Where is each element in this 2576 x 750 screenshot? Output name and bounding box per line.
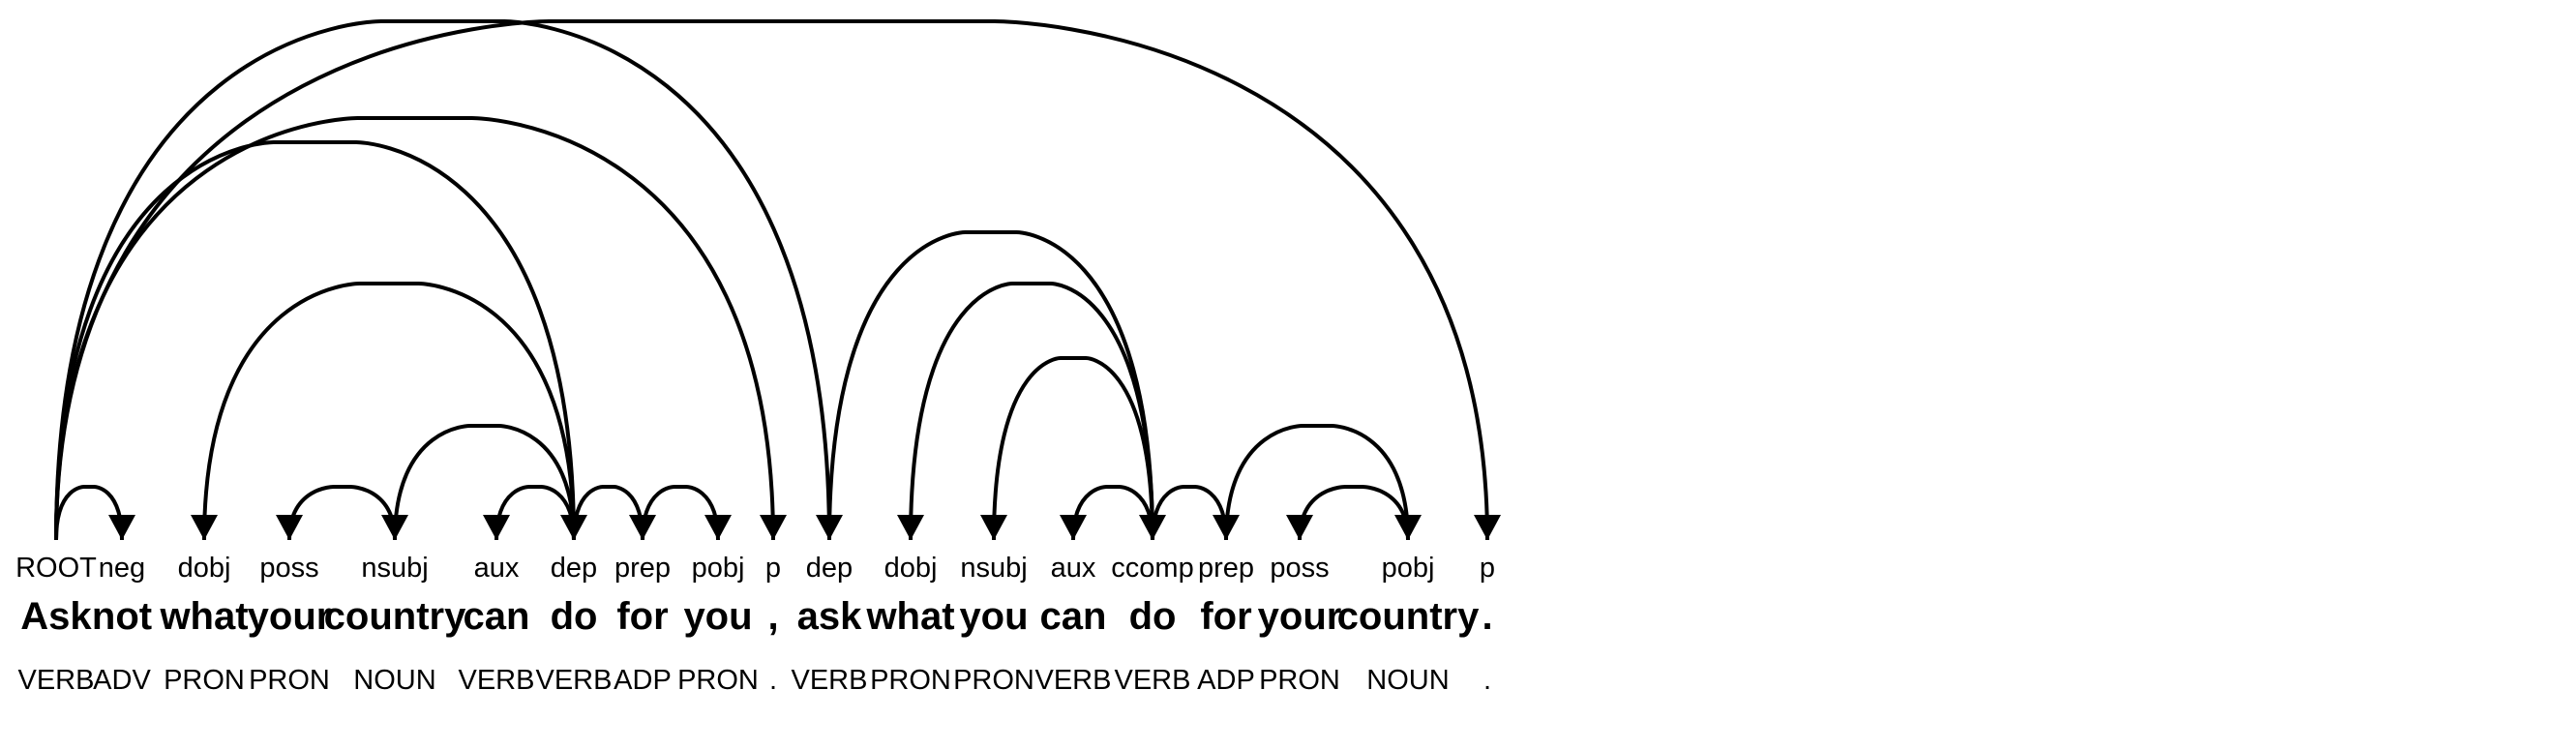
dep-label-5: aux <box>474 553 520 584</box>
dep-arc-dobj-6-2[interactable] <box>202 282 576 541</box>
dep-arc-pobj-7-8[interactable] <box>641 485 720 541</box>
token-word-6[interactable]: do <box>551 595 598 638</box>
arrow-head-pobj-8 <box>704 515 732 540</box>
dep-arc-poss-17-16[interactable] <box>1298 485 1410 541</box>
token-word-3[interactable]: your <box>248 595 332 638</box>
token-pos-6: VERB <box>536 665 613 696</box>
arrow-head-dep-6 <box>560 515 587 540</box>
dep-arc-poss-4-3[interactable] <box>287 485 397 541</box>
arrow-head-p-18 <box>1474 515 1501 540</box>
token-pos-10: VERB <box>792 665 868 696</box>
dep-label-3: poss <box>259 553 318 584</box>
arrow-head-nsubj-12 <box>980 515 1007 540</box>
token-pos-11: PRON <box>870 665 951 696</box>
token-word-2[interactable]: what <box>159 595 248 638</box>
arrow-head-prep-15 <box>1213 515 1240 540</box>
token-word-7[interactable]: for <box>616 595 668 638</box>
token-word-17[interactable]: country <box>1337 595 1480 638</box>
token-word-4[interactable]: country <box>324 595 466 638</box>
token-word-13[interactable]: can <box>1040 595 1107 638</box>
dep-label-10: dep <box>806 553 853 584</box>
dep-arc-dep-0-6[interactable] <box>54 140 576 541</box>
token-pos-7: ADP <box>614 665 672 696</box>
token-pos-2: PRON <box>164 665 245 696</box>
dep-label-7: prep <box>614 553 671 584</box>
token-pos-15: ADP <box>1197 665 1255 696</box>
token-pos-18: . <box>1483 665 1491 696</box>
arrow-head-dobj-11 <box>897 515 924 540</box>
dep-label-4: nsubj <box>361 553 428 584</box>
token-pos-8: PRON <box>677 665 759 696</box>
arrow-head-prep-7 <box>629 515 656 540</box>
dep-arc-p-0-18[interactable] <box>54 19 1489 541</box>
arrow-head-aux-5 <box>483 515 510 540</box>
dep-arc-pobj-15-17[interactable] <box>1224 424 1410 541</box>
dep-arc-aux-14-13[interactable] <box>1071 485 1154 541</box>
dep-label-16: poss <box>1270 553 1329 584</box>
token-word-9[interactable]: , <box>767 595 778 638</box>
arrow-head-dep-10 <box>816 515 843 540</box>
dep-label-11: dobj <box>884 553 938 584</box>
dep-label-17: pobj <box>1382 553 1435 584</box>
token-pos-5: VERB <box>459 665 535 696</box>
dep-arc-neg-0-1[interactable] <box>54 485 124 541</box>
token-word-14[interactable]: do <box>1129 595 1177 638</box>
dep-label-9: p <box>765 553 781 584</box>
dep-arc-nsubj-6-4[interactable] <box>393 424 576 541</box>
dep-label-14: ccomp <box>1111 553 1193 584</box>
token-word-11[interactable]: what <box>865 595 954 638</box>
dep-label-8: pobj <box>692 553 745 584</box>
arrow-head-poss-3 <box>276 515 303 540</box>
arc-layer <box>54 19 1489 541</box>
arrow-head-p-9 <box>760 515 787 540</box>
token-word-5[interactable]: can <box>464 595 530 638</box>
dep-arc-dep-0-10[interactable] <box>54 19 831 541</box>
dep-arc-aux-6-5[interactable] <box>494 485 576 541</box>
token-word-15[interactable]: for <box>1200 595 1251 638</box>
arrow-head-poss-16 <box>1286 515 1313 540</box>
token-pos-3: PRON <box>249 665 330 696</box>
dep-label-15: prep <box>1198 553 1254 584</box>
token-pos-14: VERB <box>1115 665 1191 696</box>
arrow-head-nsubj-4 <box>381 515 408 540</box>
dep-label-1: neg <box>99 553 145 584</box>
dep-label-12: nsubj <box>960 553 1027 584</box>
token-pos-0: VERB <box>18 665 95 696</box>
token-pos-4: NOUN <box>353 665 435 696</box>
arrow-head-pobj-17 <box>1394 515 1422 540</box>
token-pos-17: NOUN <box>1366 665 1449 696</box>
arrow-head-layer <box>108 515 1501 540</box>
dep-arc-nsubj-14-12[interactable] <box>992 356 1154 541</box>
dep-label-0: ROOT <box>15 553 97 584</box>
arrow-head-aux-13 <box>1060 515 1087 540</box>
token-word-8[interactable]: you <box>683 595 752 638</box>
token-word-10[interactable]: ask <box>797 595 862 638</box>
token-pos-9: . <box>769 665 777 696</box>
dep-label-2: dobj <box>178 553 231 584</box>
token-pos-1: ADV <box>93 665 151 696</box>
dep-arc-prep-14-15[interactable] <box>1151 485 1228 541</box>
arrow-head-neg-1 <box>108 515 135 540</box>
dep-label-13: aux <box>1051 553 1096 584</box>
token-pos-16: PRON <box>1259 665 1340 696</box>
arrow-head-ccomp-14 <box>1139 515 1166 540</box>
token-word-16[interactable]: your <box>1258 595 1342 638</box>
dep-arc-dobj-14-11[interactable] <box>909 282 1154 541</box>
arrow-head-dobj-2 <box>191 515 218 540</box>
token-word-1[interactable]: not <box>92 595 152 638</box>
token-word-12[interactable]: you <box>959 595 1028 638</box>
token-pos-13: VERB <box>1035 665 1112 696</box>
dep-label-18: p <box>1480 553 1495 584</box>
dep-arc-p-0-9[interactable] <box>54 116 775 541</box>
dep-label-6: dep <box>551 553 597 584</box>
token-word-0[interactable]: Ask <box>20 595 92 638</box>
dep-arc-prep-6-7[interactable] <box>572 485 644 541</box>
token-pos-12: PRON <box>953 665 1034 696</box>
token-word-18[interactable]: . <box>1482 595 1492 638</box>
dep-arc-ccomp-10-14[interactable] <box>827 230 1154 541</box>
